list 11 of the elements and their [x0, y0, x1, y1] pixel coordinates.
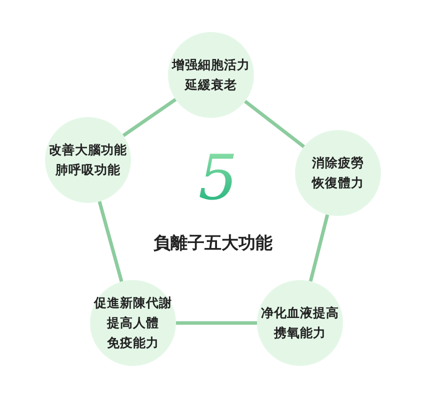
node-text: 增强細胞活力延緩衰老 [172, 56, 250, 94]
connector-line [98, 200, 124, 282]
connector-line [244, 100, 306, 148]
node-text: 净化血液提高携氧能力 [261, 304, 339, 342]
connector-line [122, 98, 177, 137]
node-text: 改善大腦功能肺呼吸功能 [49, 141, 127, 179]
node-text: 消除疲勞恢復體力 [312, 154, 364, 192]
node-text: 促進新陳代謝提高人體免疫能力 [94, 294, 172, 352]
connector-line [308, 214, 330, 282]
connector-line [176, 321, 257, 325]
center-title: 負離子五大功能 [154, 232, 272, 254]
